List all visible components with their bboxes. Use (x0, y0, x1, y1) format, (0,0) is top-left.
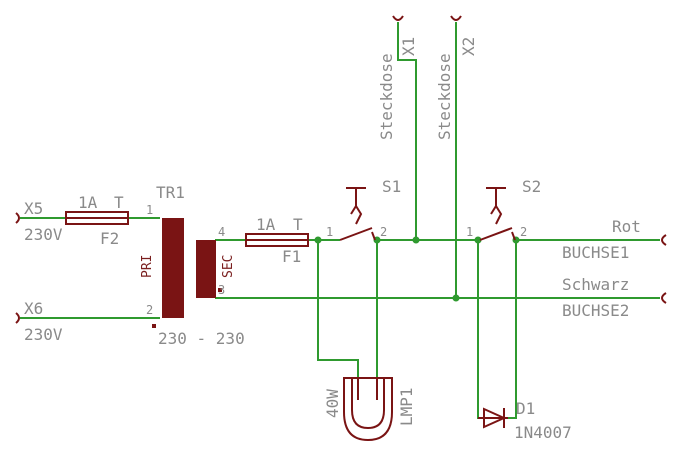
tr1-name: TR1 (156, 183, 185, 202)
x1-name: X1 (399, 37, 418, 56)
lamp-name: LMP1 (397, 387, 416, 426)
x6-name: X6 (24, 299, 43, 318)
s1-name: S1 (382, 177, 401, 196)
tr1-pin2: 2 (146, 303, 153, 317)
x5-name: X5 (24, 199, 43, 218)
x2-name: X2 (459, 37, 478, 56)
s2-name: S2 (522, 177, 541, 196)
fuse-f1 (245, 233, 309, 247)
wire-diode-right (508, 240, 517, 419)
junction-dot (452, 294, 460, 302)
terminals (15, 15, 667, 324)
lamp-icon (343, 377, 393, 442)
buchse1-name: BUCHSE1 (562, 243, 629, 262)
transformer-tr1 (152, 218, 222, 328)
x2-value: Steckdose (435, 53, 454, 140)
wire-lamp-left (317, 240, 359, 378)
diode-name: D1 (516, 399, 535, 418)
f2-name: F2 (100, 229, 119, 248)
f1-name: F1 (282, 247, 301, 266)
transformer-dot-icon (152, 324, 156, 328)
terminal-x2-icon (450, 15, 462, 21)
s2-pin2: 2 (520, 225, 527, 239)
tr1-pri-label: PRI (140, 255, 155, 278)
diode-d1 (478, 407, 508, 429)
x1-value: Steckdose (377, 53, 396, 140)
terminal-buchse1-icon (661, 234, 667, 246)
junction-dot (474, 236, 482, 244)
wires (20, 22, 660, 419)
f1-rating: 1A (256, 215, 276, 234)
terminal-buchse2-icon (661, 292, 667, 304)
wire-diode-left (477, 240, 484, 419)
s1-pin2: 2 (380, 225, 387, 239)
lamp-value: 40W (323, 389, 342, 418)
tr1-pin1: 1 (146, 203, 153, 217)
lamp-lmp1 (343, 377, 393, 442)
switch-s1 (339, 187, 376, 241)
switch-s2 (479, 187, 516, 241)
tr1-sec-label: SEC (221, 255, 236, 278)
terminal-x5-icon (15, 212, 20, 224)
f2-type: T (114, 193, 124, 212)
x6-value: 230V (24, 325, 63, 344)
x5-value: 230V (24, 225, 63, 244)
buchse2-name: BUCHSE2 (562, 301, 629, 320)
f1-type: T (293, 215, 303, 234)
junctions (314, 236, 520, 302)
s1-pin1: 1 (326, 225, 333, 239)
terminal-x6-icon (15, 312, 20, 324)
junction-dot (314, 236, 322, 244)
tr1-pin3: 3 (218, 283, 225, 297)
s2-pin1: 1 (466, 225, 473, 239)
transformer-primary-core (162, 218, 184, 318)
labels: X5 230V X6 230V 1A T F2 1A T F1 TR1 230 … (24, 37, 641, 442)
fuse-f2 (65, 211, 129, 225)
buchse2-value: Schwarz (562, 275, 629, 294)
buchse1-value: Rot (612, 217, 641, 236)
wire-x1 (397, 22, 417, 240)
transformer-dot-icon (218, 288, 222, 292)
junction-dot (412, 236, 420, 244)
tr1-pin4: 4 (218, 225, 225, 239)
f2-rating: 1A (78, 193, 98, 212)
terminal-x1-icon (392, 15, 404, 21)
tr1-value: 230 - 230 (158, 329, 245, 348)
diode-value: 1N4007 (514, 423, 572, 442)
transformer-secondary-core (196, 240, 216, 298)
